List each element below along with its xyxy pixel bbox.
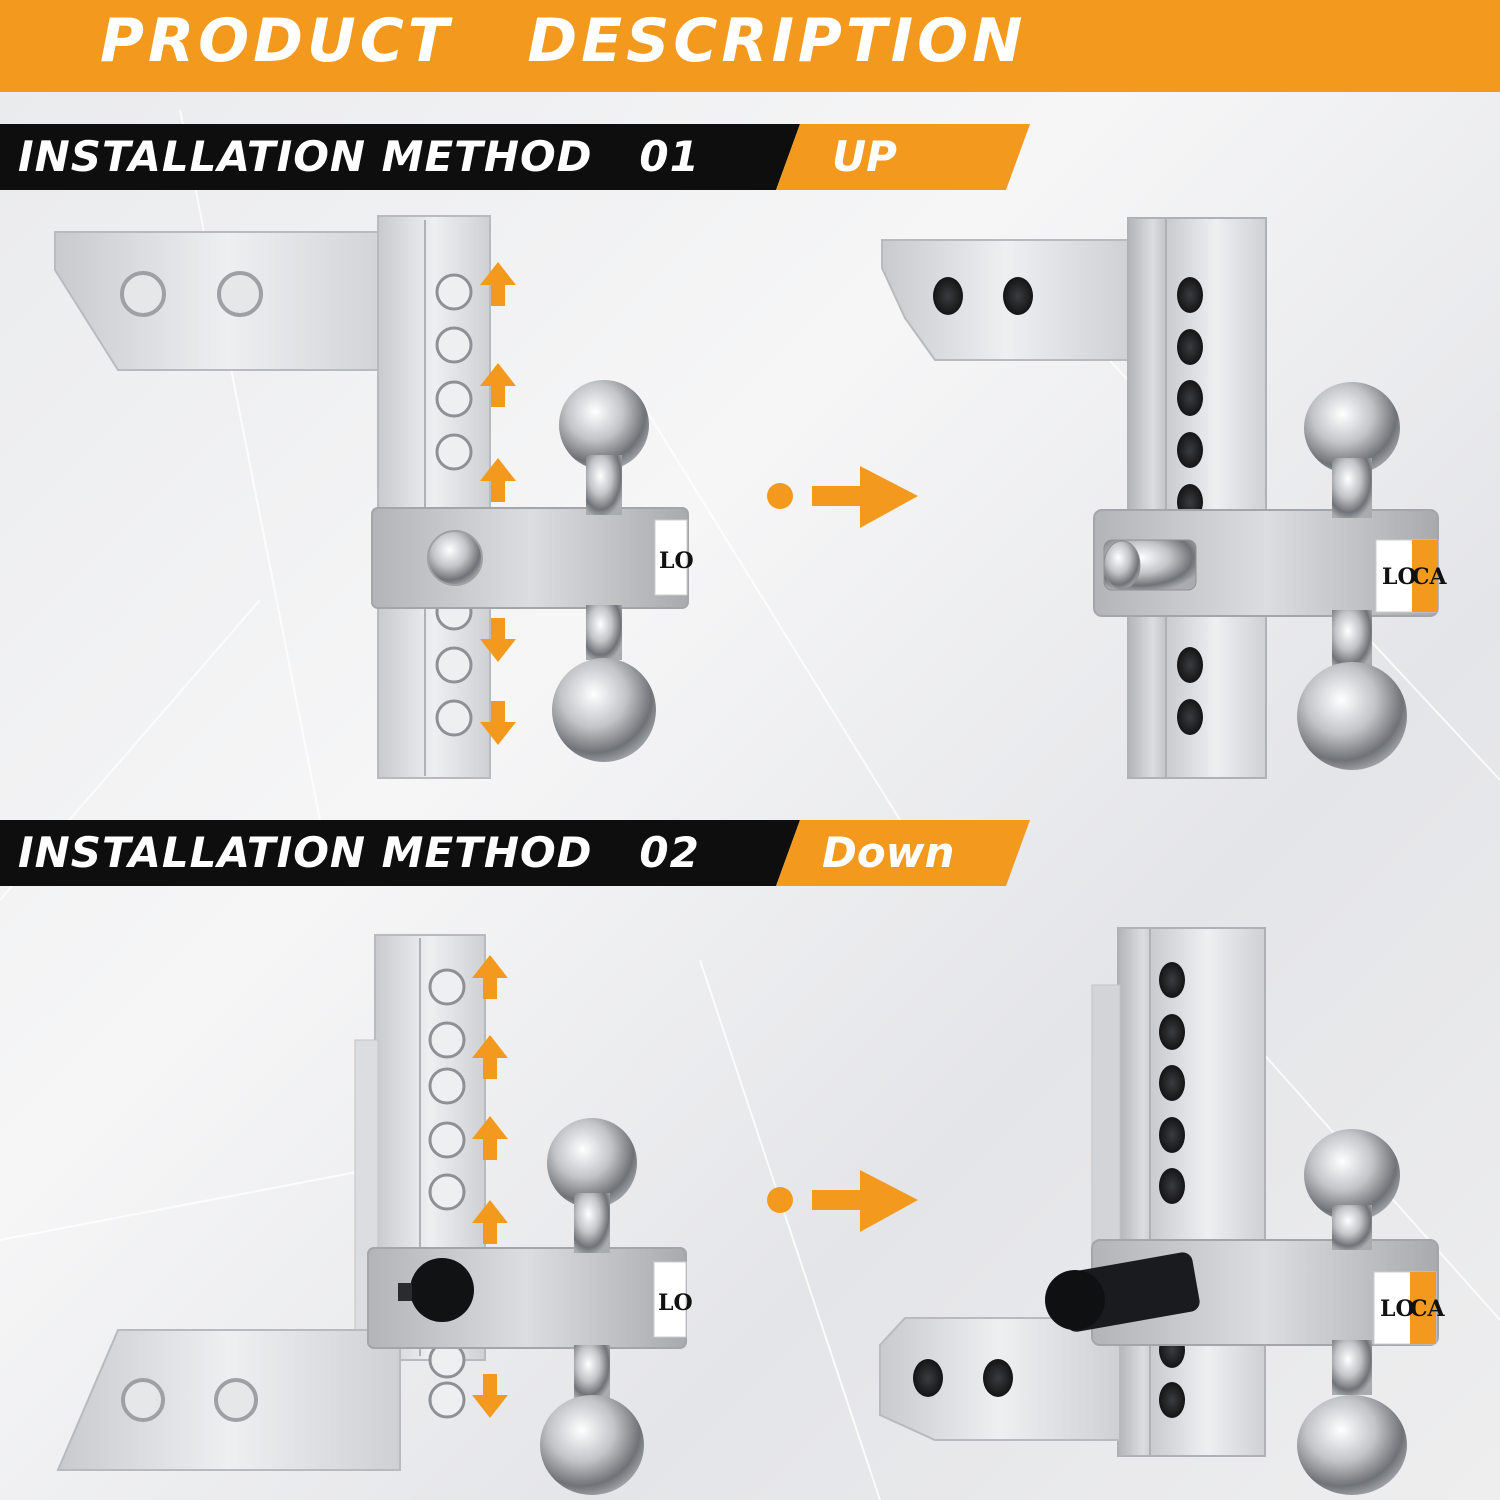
brand-logo-right: CA xyxy=(1410,1296,1446,1322)
arrow-up-icon xyxy=(472,955,508,1244)
header-banner: PRODUCT DESCRIPTION xyxy=(0,0,1500,92)
method-02-title: INSTALLATION METHOD 02 xyxy=(18,828,700,877)
method-02-bar: INSTALLATION METHOD 02 Down xyxy=(0,820,1040,886)
brand-logo-left: LO xyxy=(659,548,694,574)
hitch-up-flat-view: LO xyxy=(54,215,694,779)
arrow-up-icon xyxy=(480,262,516,502)
page-title: PRODUCT DESCRIPTION xyxy=(100,6,1027,76)
brand-logo-left: LO xyxy=(658,1290,693,1316)
method-01-title: INSTALLATION METHOD 01 xyxy=(18,132,700,181)
brand-logo-left: LO xyxy=(1382,564,1417,590)
method-02-direction: Down xyxy=(822,828,955,877)
method-01-direction: UP xyxy=(832,132,897,181)
arrow-down-icon xyxy=(480,618,516,745)
arrow-right-icon xyxy=(767,1170,918,1232)
hitch-down-flat-view: LO xyxy=(56,934,693,1495)
brand-logo-right: CA xyxy=(1412,564,1448,590)
arrow-down-icon xyxy=(472,1374,508,1418)
hitch-up-angled-view: LO CA xyxy=(881,217,1448,779)
method-01-bar: INSTALLATION METHOD 01 UP xyxy=(0,124,1040,190)
arrow-right-icon xyxy=(767,466,918,528)
brand-logo-left: LO xyxy=(1380,1296,1415,1322)
hitch-down-angled-view: LO CA xyxy=(879,927,1446,1495)
